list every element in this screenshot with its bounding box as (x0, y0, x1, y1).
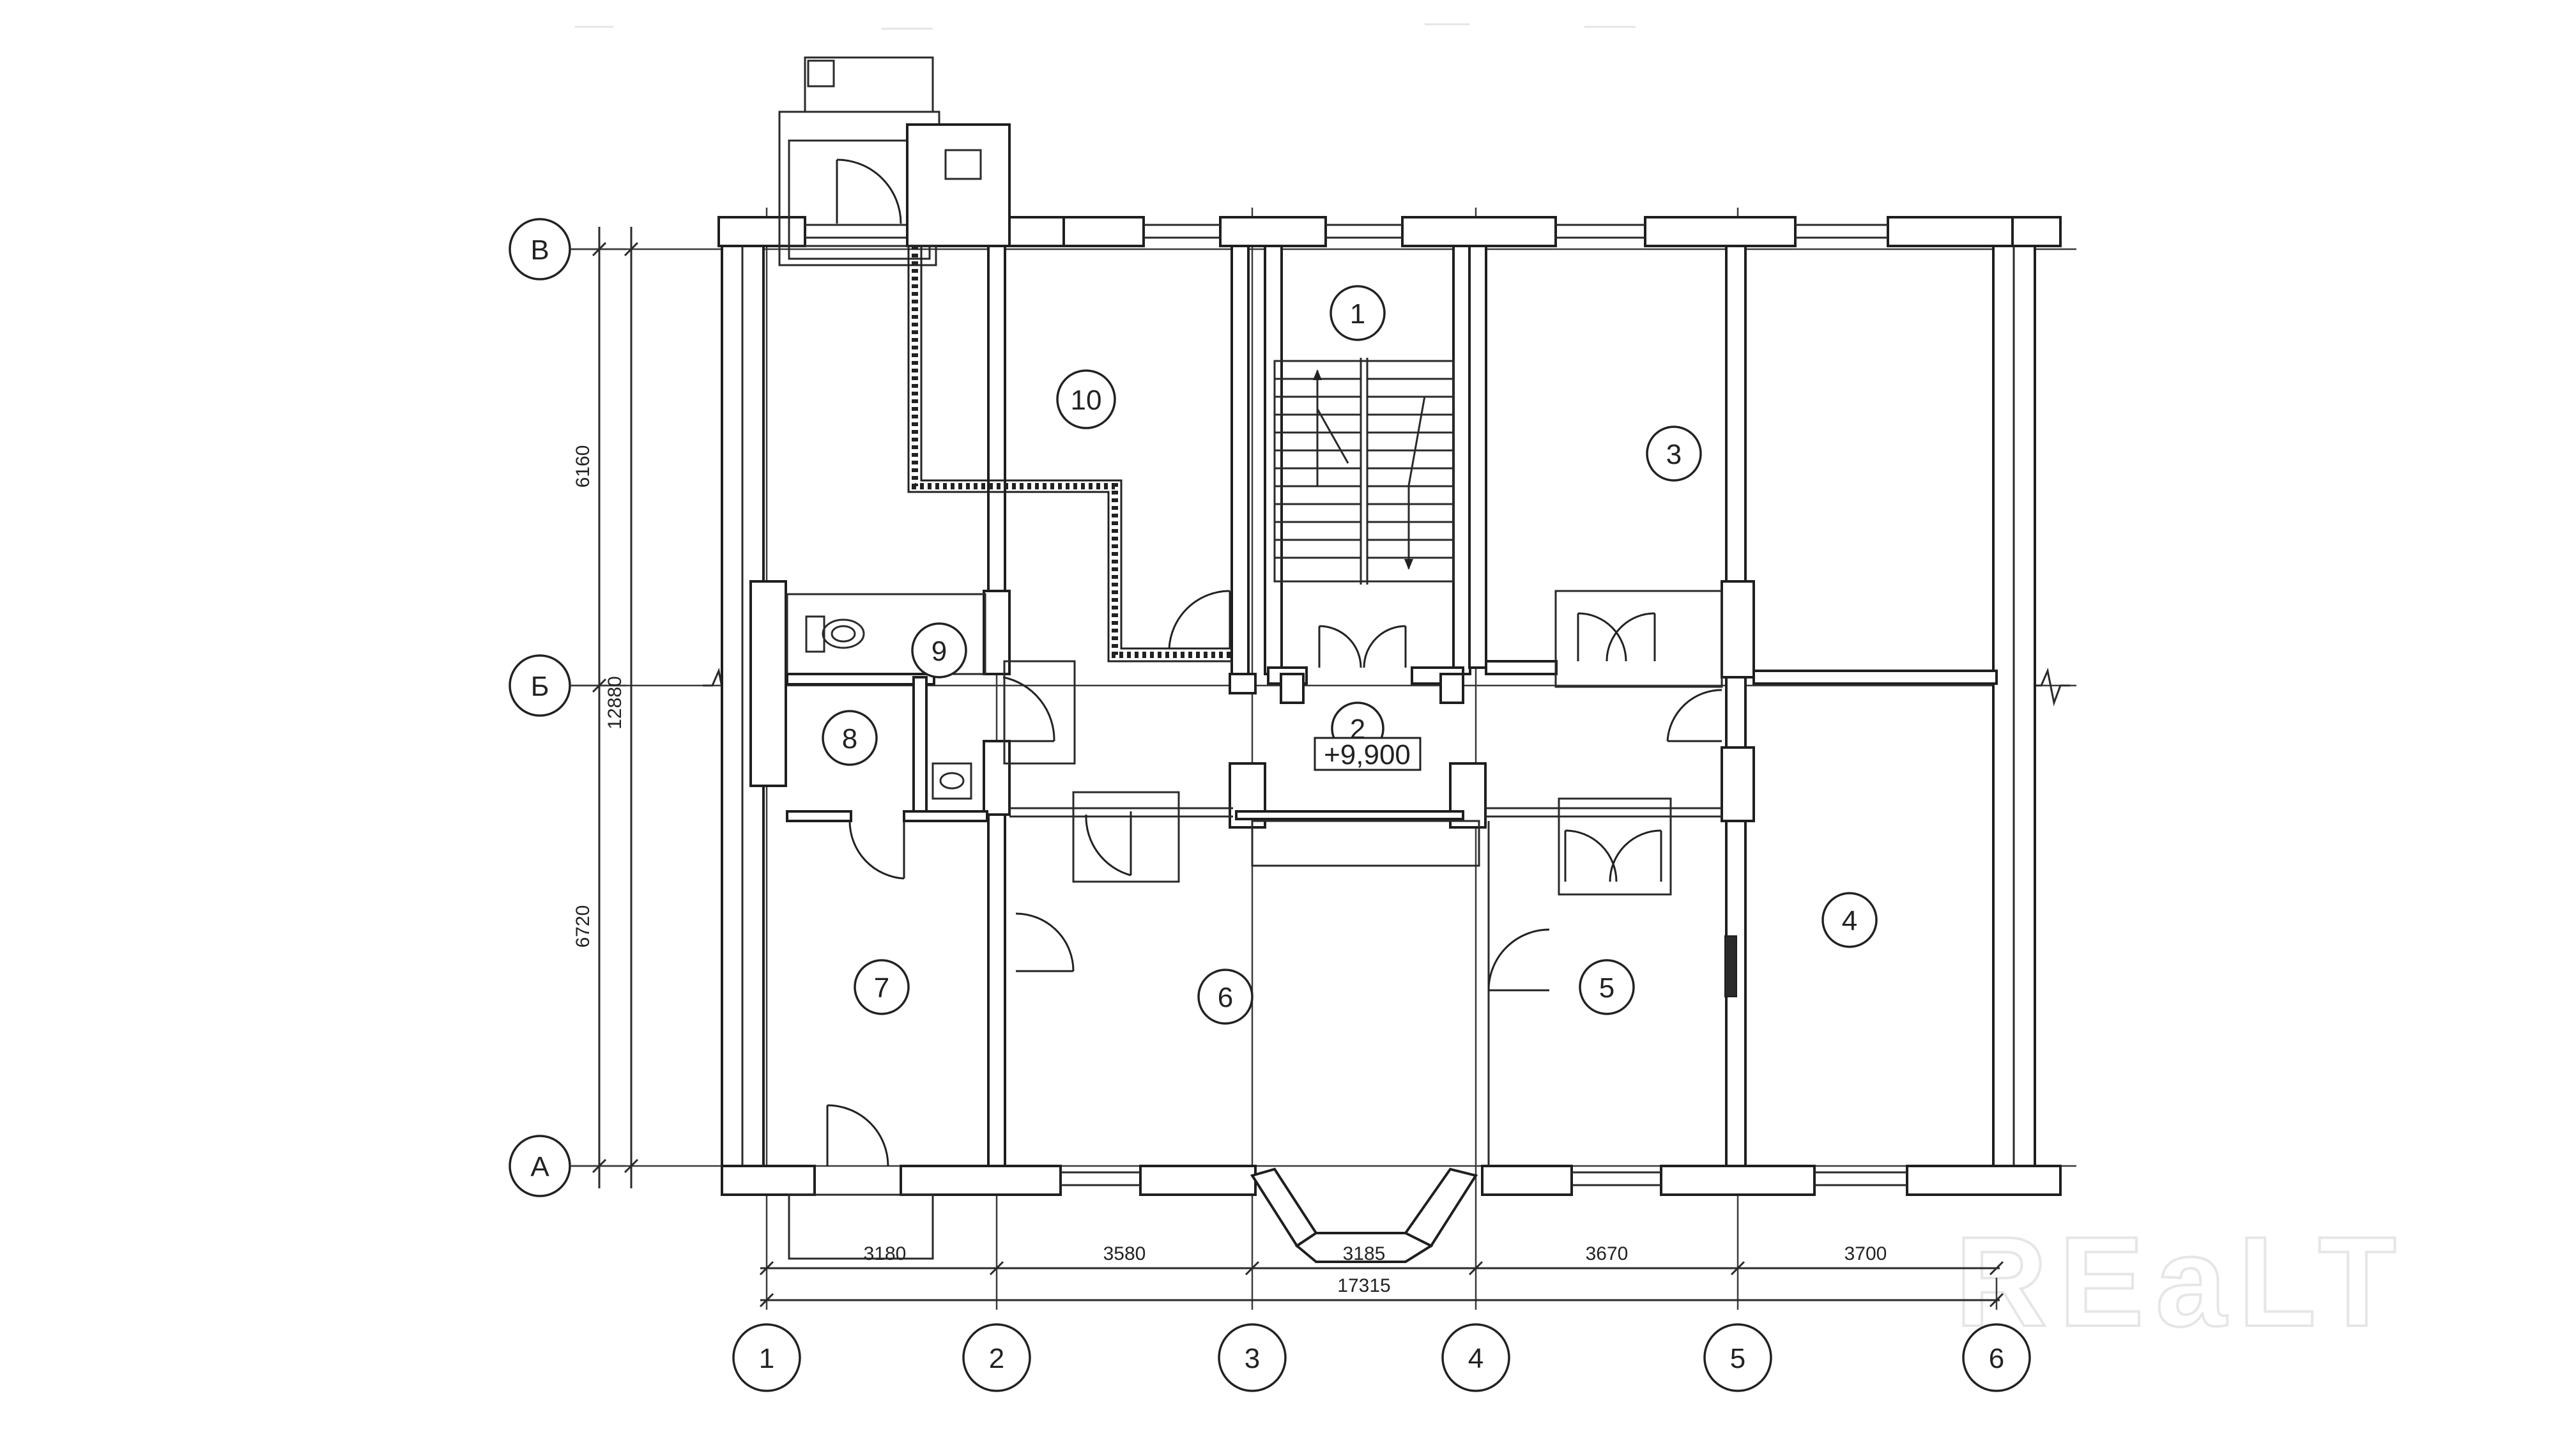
top-annex (778, 56, 1011, 266)
exterior-walls (717, 216, 2062, 1263)
dimension-lines-bottom: 3180 3580 3185 3670 3700 17315 (759, 1243, 2004, 1308)
dimension-text: 3670 (1586, 1243, 1629, 1264)
room-number: 7 (874, 972, 889, 1004)
hatched-partition (907, 246, 1233, 663)
elevation-text: +9,900 (1324, 739, 1411, 770)
axis-label: 4 (1468, 1343, 1483, 1374)
dimension-text: 6160 (572, 445, 594, 488)
dimension-text: 3185 (1343, 1243, 1386, 1264)
axis-label: 5 (1730, 1343, 1745, 1374)
sanitary-fixtures (805, 615, 972, 800)
room-number: 10 (1071, 385, 1102, 416)
room-label-3: 3 (1646, 425, 1702, 482)
axis-label: 1 (759, 1343, 774, 1374)
room-label-10: 10 (1056, 369, 1116, 429)
staircase (1273, 358, 1455, 585)
axis-label: 2 (989, 1343, 1004, 1374)
room-number: 6 (1218, 982, 1233, 1013)
dimension-text: 6720 (572, 905, 594, 948)
axis-bubbles-horizontal: В Б А (509, 218, 626, 1197)
room-number: 5 (1599, 972, 1614, 1004)
axis-label: 6 (1989, 1343, 2004, 1374)
dimension-text-total: 17315 (1337, 1275, 1390, 1296)
room-number: 8 (842, 723, 857, 755)
dimension-text: 3580 (1103, 1243, 1146, 1264)
dimension-text: 3180 (864, 1243, 907, 1264)
axis-label: Б (531, 671, 549, 702)
dimension-text: 3700 (1844, 1243, 1887, 1264)
doors (826, 158, 1723, 1167)
room-label-6: 6 (1197, 969, 1254, 1025)
dimension-lines-left: 6160 6720 12880 (572, 227, 639, 1188)
axis-bubbles-vertical: 1 2 3 4 5 6 (732, 1323, 2031, 1392)
room-number: 1 (1350, 298, 1365, 330)
room-number: 9 (931, 636, 947, 667)
axis-label: А (530, 1151, 549, 1183)
room-label-7: 7 (854, 959, 910, 1015)
interior-walls (786, 245, 1998, 1167)
room-number: 3 (1666, 439, 1682, 470)
room-label-1: 1 (1330, 285, 1386, 341)
room-label-8: 8 (822, 710, 878, 766)
room-label-9: 9 (911, 622, 967, 678)
scan-marks (575, 23, 1636, 30)
axis-label: 3 (1245, 1343, 1260, 1374)
watermark-logo: REaLT (1955, 1211, 2408, 1353)
axis-label: В (530, 234, 549, 266)
dimension-text-total: 12880 (604, 676, 625, 729)
room-label-4: 4 (1821, 892, 1878, 948)
room-label-5: 5 (1579, 959, 1635, 1015)
elevation-mark: +9,900 (1314, 737, 1422, 771)
room-number: 4 (1842, 905, 1857, 937)
